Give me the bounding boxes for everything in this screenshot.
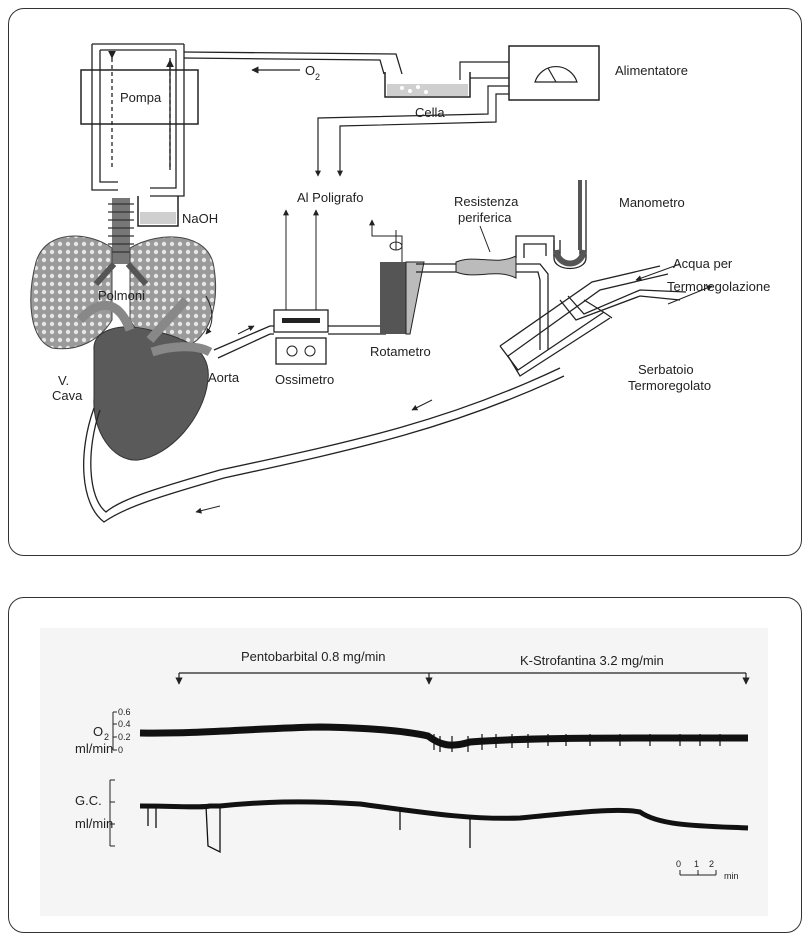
manometro-label: Manometro <box>619 195 685 210</box>
thermoregulated-reservoir <box>500 266 686 376</box>
gc-trace-unit: ml/min <box>75 816 113 831</box>
vena-cava-label: Cava <box>52 388 83 403</box>
o2-trace-unit: ml/min <box>75 741 113 756</box>
ossimetro-label: Ossimetro <box>275 372 334 387</box>
periferica-label: periferica <box>458 210 512 225</box>
naoh-label: NaOH <box>182 211 218 226</box>
serbatoio-label: Serbatoio <box>638 362 694 377</box>
vena-cava-v-label: V. <box>58 373 69 388</box>
polmoni-label: Polmoni <box>98 288 145 303</box>
o2-trace-label: O <box>93 724 103 739</box>
recording-paper <box>40 628 768 916</box>
scale-tick-0: 0 <box>676 859 681 869</box>
oximeter-box <box>276 338 326 364</box>
pompa-label: Pompa <box>120 90 162 105</box>
o2-tick-0-2: 0.2 <box>118 732 131 742</box>
scale-tick-2: 2 <box>709 859 714 869</box>
o2-subscript: 2 <box>315 72 320 82</box>
al-poligrafo-label: Al Poligrafo <box>297 190 363 205</box>
alimentatore-label: Alimentatore <box>615 63 688 78</box>
termoregolato-label: Termoregolato <box>628 378 711 393</box>
o2-tick-0: 0 <box>118 745 123 755</box>
termoregolazione-label: Termoregolazione <box>667 279 770 294</box>
o2-tick-0-6: 0.6 <box>118 707 131 717</box>
pentobarbital-label: Pentobarbital 0.8 mg/min <box>241 649 386 664</box>
strofantina-label: K-Strofantina 3.2 mg/min <box>520 653 664 668</box>
acqua-label: Acqua per <box>673 256 733 271</box>
pump-tubing <box>92 44 402 196</box>
manometer <box>554 180 586 269</box>
peripheral-resistance <box>456 256 516 278</box>
o2-tick-0-4: 0.4 <box>118 719 131 729</box>
resistenza-label: Resistenza <box>454 194 519 209</box>
aorta-label: Aorta <box>208 370 240 385</box>
o2-label: O <box>305 63 315 78</box>
scale-tick-1: 1 <box>694 859 699 869</box>
power-wires <box>318 62 509 174</box>
rotametro-label: Rotametro <box>370 344 431 359</box>
rotameter <box>380 262 424 334</box>
scale-unit: min <box>724 871 739 881</box>
flow-arrow <box>238 326 254 334</box>
gc-trace-label: G.C. <box>75 793 102 808</box>
cella-label: Cella <box>415 105 445 120</box>
